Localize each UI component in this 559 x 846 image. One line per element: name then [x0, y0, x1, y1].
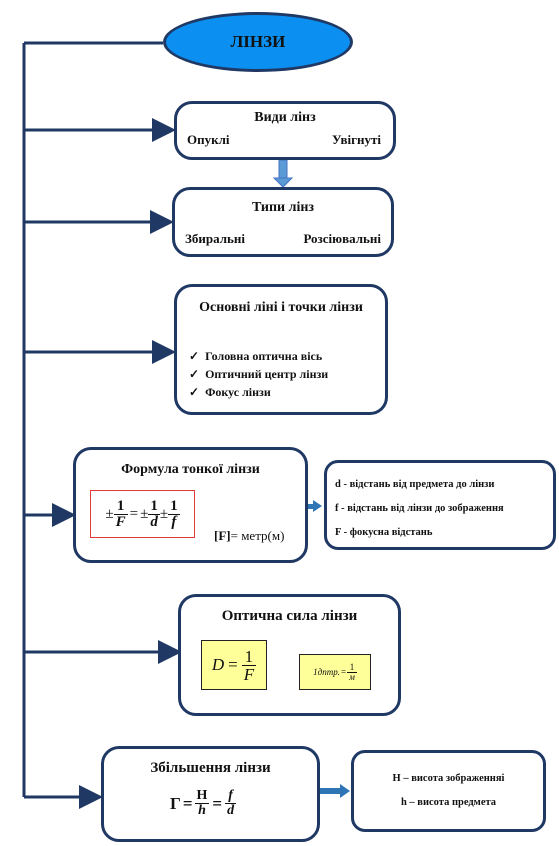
lens-types-right: Розсіювальні [303, 231, 381, 246]
check-icon: ✓ [189, 385, 200, 399]
magnification-title: Збільшення лінзи [150, 760, 271, 776]
legend-item: H – висота зображенняі [392, 773, 505, 784]
list-item: ✓ Оптичний центр лінзи [189, 365, 328, 383]
title-text: ЛІНЗИ [230, 32, 286, 51]
lens-kinds-title: Види лінз [254, 110, 316, 125]
list-item-label: Фокус лінзи [205, 385, 271, 399]
lens-types-title: Типи лінз [251, 200, 315, 215]
legend-item: F - фокусна відстань [335, 527, 433, 538]
main-lines-list: ✓ Головна оптична вісь ✓ Оптичний центр … [189, 347, 328, 401]
title-ellipse: ЛІНЗИ [163, 12, 353, 72]
thin-lens-unit: [F]= метр(м) [214, 528, 285, 543]
lens-kinds-right: Увігнуті [332, 132, 381, 147]
main-lines-title: Основні ліні і точки лінзи [199, 300, 363, 315]
thin-lens-legend-box: d - відстань від предмета до лінзи f - в… [324, 460, 556, 550]
check-icon: ✓ [189, 349, 200, 363]
magnification-legend-box: H – висота зображенняі h – висота предме… [351, 750, 546, 832]
list-item-label: Оптичний центр лінзи [205, 367, 329, 381]
list-item-label: Головна оптична вісь [205, 349, 323, 363]
legend-item: f - відстань від лінзи до зображення [335, 503, 504, 514]
thin-lens-title: Формула тонкої лінзи [121, 462, 260, 477]
down-arrow [272, 159, 294, 188]
legend-item: h – висота предмета [400, 797, 497, 808]
main-lines-box: Основні ліні і точки лінзи ✓ Головна опт… [174, 284, 388, 415]
lens-types-box: Типи лінз Збиральні Розсіювальні [172, 187, 394, 257]
legend-item: d - відстань від предмета до лінзи [335, 479, 495, 490]
magnification-legend: H – висота зображенняі h – висота предме… [354, 767, 543, 815]
lens-kinds-left: Опуклі [187, 132, 230, 147]
legend-arrows [306, 500, 350, 798]
lens-kinds-box: Види лінз Опуклі Увігнуті [174, 101, 396, 160]
list-item: ✓ Фокус лінзи [189, 383, 328, 401]
thin-lens-legend: d - відстань від предмета до лінзи f - в… [335, 473, 504, 545]
list-item: ✓ Головна оптична вісь [189, 347, 328, 365]
optical-power-title: Оптична сила лінзи [221, 608, 358, 624]
check-icon: ✓ [189, 367, 200, 381]
lens-types-left: Збиральні [185, 231, 245, 246]
